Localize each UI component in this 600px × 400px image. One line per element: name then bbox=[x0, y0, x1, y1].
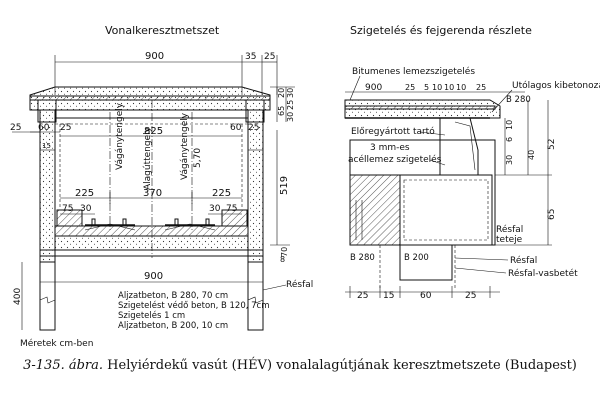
label-b280-low: B 280 bbox=[350, 253, 375, 263]
dim-25-inner-left: 25 bbox=[60, 123, 71, 133]
right-bottom-dimensions: 25 15 60 25 bbox=[345, 286, 500, 301]
label-eloregyartott: Előregyártott tartó bbox=[351, 126, 435, 137]
label-bitumenes: Bitumenes lemezszigetelés bbox=[352, 66, 475, 77]
layer-3: Szigetelés 1 cm bbox=[118, 310, 185, 321]
left-lower-dimensions: 225 370 225 75 30 30 75 bbox=[60, 188, 242, 215]
label-vaganytengely-left: Vágánytengely bbox=[115, 102, 125, 170]
dim-60-left: 60 bbox=[38, 123, 50, 133]
r-dim-25: 25 bbox=[405, 83, 415, 92]
label-alagut-tengely: Alagúttengely bbox=[143, 126, 153, 190]
dim-70-vert: 70 bbox=[280, 247, 289, 257]
label-resfal-left: Résfal bbox=[286, 279, 313, 290]
right-top-dimensions: 900 25 5 10 10 10 25 bbox=[345, 83, 525, 93]
dim-25-vert: 25 bbox=[286, 100, 295, 110]
label-resfal-teteje-2: teteje bbox=[496, 235, 523, 245]
r-dim-10-vert: 10 bbox=[505, 120, 514, 130]
r-bot-25a: 25 bbox=[357, 291, 368, 301]
right-vertical-dims: 10 6 30 40 52 65 bbox=[495, 100, 557, 246]
dim-825: 825 bbox=[144, 126, 163, 137]
dim-25-right: 25 bbox=[248, 123, 259, 133]
left-top-dimensions: 900 35 25 bbox=[54, 51, 278, 95]
label-b200-low: B 200 bbox=[404, 253, 429, 263]
r-bot-25b: 25 bbox=[465, 291, 476, 301]
r-dim-40-vert: 40 bbox=[527, 150, 536, 160]
left-tunnel-section bbox=[29, 86, 271, 331]
label-resfal-right: Résfal bbox=[510, 255, 537, 266]
dim-519: 519 bbox=[279, 176, 290, 195]
dim-60-right: 60 bbox=[230, 123, 242, 133]
r-dim-65-vert: 65 bbox=[547, 209, 557, 220]
label-resfal-teteje-1: Résfal bbox=[496, 224, 523, 235]
label-b280-top: B 280 bbox=[506, 95, 531, 105]
right-title: Szigetelés és fejgerenda részlete bbox=[350, 24, 532, 37]
r-bot-60: 60 bbox=[420, 291, 432, 301]
r-dim-900: 900 bbox=[365, 83, 382, 93]
units-note: Méretek cm-ben bbox=[20, 338, 93, 349]
dim-75-left: 75 bbox=[62, 204, 73, 214]
layer-4: Aljzatbeton, B 200, 10 cm bbox=[118, 321, 228, 331]
r-dim-5: 5 bbox=[424, 83, 429, 92]
left-title: Vonalkeresztmetszet bbox=[105, 24, 220, 37]
label-resfal-vasbetet: Résfal-vasbetét bbox=[508, 268, 578, 279]
label-utolagos: Utólagos kibetonozás bbox=[512, 80, 600, 91]
dim-900-top: 900 bbox=[145, 51, 164, 62]
dim-35: 35 bbox=[245, 52, 256, 62]
dim-65-vert: 65 bbox=[277, 106, 286, 116]
left-bottom-dimension: 900 400 Résfal bbox=[13, 262, 313, 330]
label-vaganytengely-right: Vágánytengely bbox=[180, 112, 190, 180]
dim-20: 20 bbox=[277, 88, 286, 98]
label-track-offset: 5,70 bbox=[193, 148, 203, 168]
dim-25-left: 25 bbox=[10, 123, 21, 133]
figure-caption: 3-135. ábra. Helyiérdekű vasút (HÉV) von… bbox=[0, 358, 600, 373]
r-dim-6-vert: 6 bbox=[505, 137, 514, 142]
dim-900-bottom: 900 bbox=[144, 271, 163, 282]
dim-25-top: 25 bbox=[264, 52, 275, 62]
dim-8-vert: 8 bbox=[280, 255, 285, 264]
left-inner-dimensions: 25 60 25 825 60 25 15 bbox=[10, 123, 259, 150]
left-right-vertical-dims: 20 30 65 25 30 519 70 8 bbox=[270, 86, 295, 264]
dim-30-vert: 30 bbox=[286, 88, 295, 98]
caption-word: ábra. bbox=[68, 358, 104, 373]
dim-225-right: 225 bbox=[212, 188, 231, 199]
r-bot-15: 15 bbox=[383, 291, 394, 301]
layer-2: Szigetelést védő beton, B 120, 7cm bbox=[118, 300, 270, 311]
label-acellemez-2: acéllemez szigetelés bbox=[348, 154, 442, 165]
r-dim-52-vert: 52 bbox=[547, 139, 557, 150]
r-dim-10b: 10 bbox=[444, 83, 454, 92]
r-dim-10c: 10 bbox=[456, 83, 466, 92]
layer-list: Aljzatbeton, B 280, 70 cm Szigetelést vé… bbox=[118, 291, 270, 331]
dim-400: 400 bbox=[13, 288, 23, 305]
dim-30-left: 30 bbox=[80, 204, 92, 214]
dim-225-left: 225 bbox=[75, 188, 94, 199]
dim-30-right: 30 bbox=[209, 204, 221, 214]
caption-text: Helyiérdekű vasút (HÉV) vonalalagútjának… bbox=[107, 358, 577, 373]
dim-30-vert-2: 30 bbox=[286, 112, 295, 122]
dim-75-right: 75 bbox=[226, 204, 237, 214]
dim-15: 15 bbox=[42, 142, 51, 150]
r-dim-10a: 10 bbox=[432, 83, 442, 92]
right-detail-section bbox=[344, 99, 501, 290]
caption-number: 3-135. bbox=[23, 358, 65, 373]
r-dim-30-vert: 30 bbox=[505, 155, 514, 165]
label-acellemez-1: 3 mm-es bbox=[370, 143, 410, 153]
r-dim-25b: 25 bbox=[476, 83, 486, 92]
layer-1: Aljzatbeton, B 280, 70 cm bbox=[118, 291, 228, 301]
dim-370: 370 bbox=[143, 188, 162, 199]
